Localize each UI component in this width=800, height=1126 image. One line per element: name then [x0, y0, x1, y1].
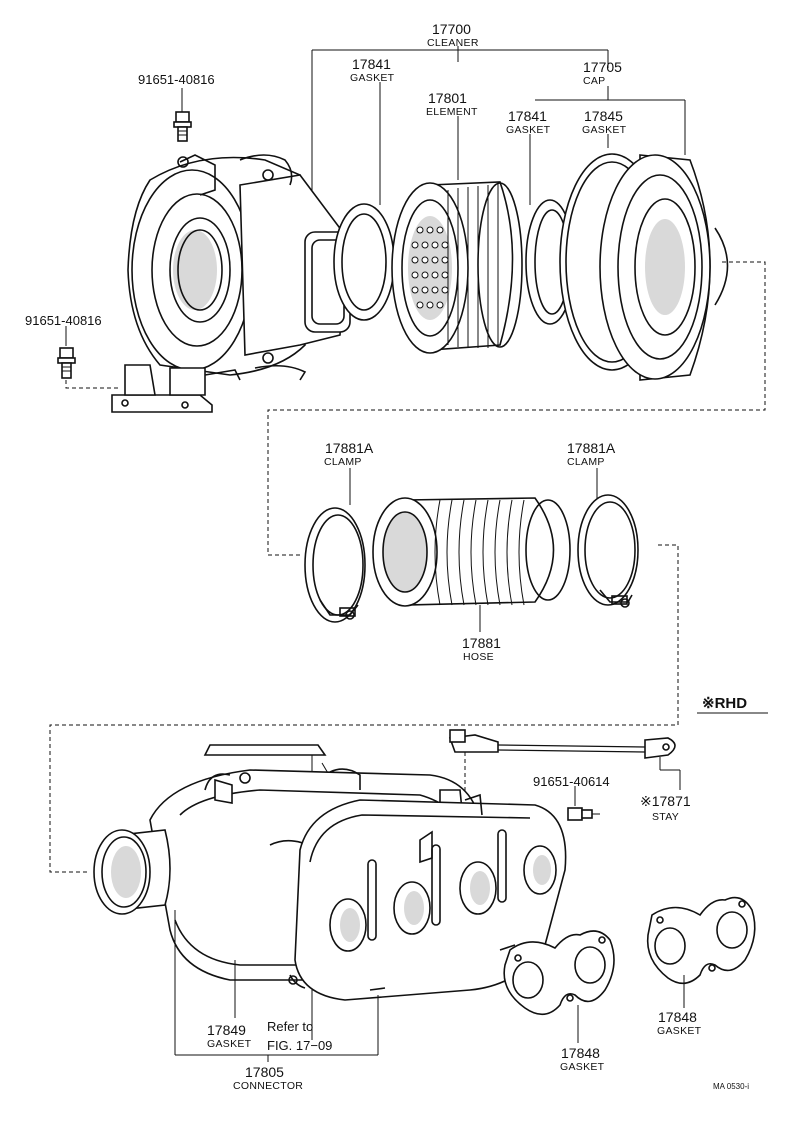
label-gasket-mid-number: 17848	[561, 1045, 600, 1061]
label-connector-number: 17805	[245, 1064, 284, 1080]
label-cap-name: CAP	[583, 75, 606, 87]
hose-icon	[372, 497, 571, 632]
label-cap-number: 17705	[583, 59, 622, 75]
link-line-cap	[267, 261, 766, 556]
label-stay-number: ※17871	[640, 793, 691, 809]
label-cleaner-number: 17700	[432, 21, 471, 37]
manifold-gasket-icon	[503, 930, 615, 1043]
label-clamp-left-number: 17881A	[325, 440, 374, 456]
label-clamp-left-name: CLAMP	[324, 456, 362, 468]
label-gasket-right-name: GASKET	[657, 1025, 702, 1037]
clamp-right-icon	[577, 494, 639, 608]
connector-leader-lines	[174, 910, 379, 1062]
gasket-ring-icon	[333, 203, 395, 321]
manifold-gasket-icon	[646, 896, 756, 1008]
cleaner-housing-icon	[127, 154, 351, 381]
figure-code: MA 0530-i	[713, 1082, 749, 1091]
label-clamp-right-number: 17881A	[567, 440, 616, 456]
label-rhd: ※RHD	[702, 695, 747, 712]
label-clamp-right-name: CLAMP	[567, 456, 605, 468]
label-element-number: 17801	[428, 90, 467, 106]
bolt-left-icon	[57, 326, 120, 389]
label-gasket1-name: GASKET	[350, 72, 395, 84]
label-stay-name: STAY	[652, 811, 679, 823]
label-gasket-conn-name: GASKET	[207, 1038, 252, 1050]
clamp-left-icon	[304, 507, 366, 623]
label-bolt-left: 91651-40816	[25, 313, 102, 328]
bolt-mid-icon	[567, 786, 600, 821]
label-bolt-mid: 91651-40614	[533, 774, 610, 789]
label-cleaner-name: CLEANER	[427, 37, 479, 49]
label-gasket2-name: GASKET	[506, 124, 551, 136]
label-gasket-right-number: 17848	[658, 1009, 697, 1025]
label-gasket3-number: 17845	[584, 108, 623, 124]
bolt-top-icon	[173, 111, 192, 142]
label-hose-name: HOSE	[463, 651, 494, 663]
label-element-name: ELEMENT	[426, 106, 478, 118]
label-gasket2-number: 17841	[508, 108, 547, 124]
connector-plate-icon	[288, 793, 567, 1001]
link-line-hose	[49, 544, 679, 873]
label-refer-line2: FIG. 17−09	[267, 1038, 332, 1053]
cleaner-cap-icon	[599, 154, 729, 381]
filter-element-icon	[391, 181, 523, 354]
label-hose-number: 17881	[462, 635, 501, 651]
cleaner-leader-lines	[181, 46, 686, 225]
label-connector-name: CONNECTOR	[233, 1080, 303, 1092]
label-gasket3-name: GASKET	[582, 124, 627, 136]
label-gasket-mid-name: GASKET	[560, 1061, 605, 1073]
label-refer-line1: Refer to	[267, 1019, 313, 1034]
mounting-bracket-icon	[111, 364, 241, 413]
label-gasket1-number: 17841	[352, 56, 391, 72]
element-holes	[411, 226, 449, 309]
stay-icon	[448, 729, 681, 795]
label-bolt-top: 91651-40816	[138, 72, 215, 87]
label-gasket-conn-number: 17849	[207, 1022, 246, 1038]
